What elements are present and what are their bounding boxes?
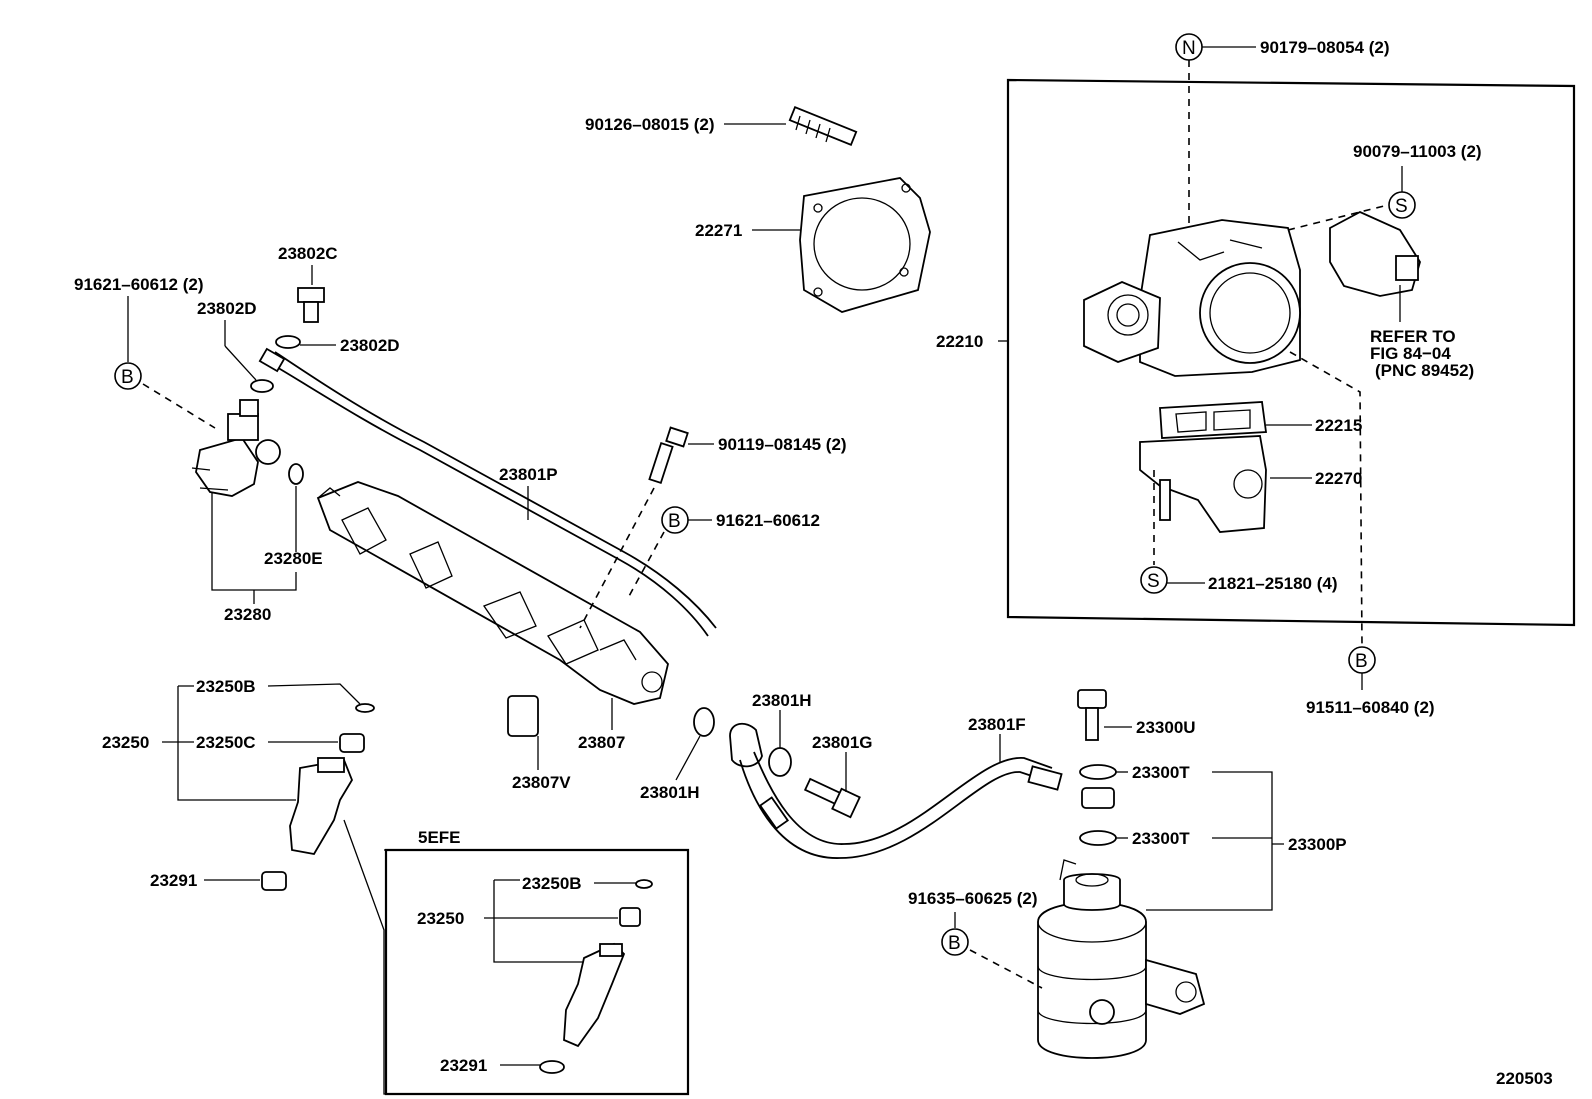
union-bolt-23801G xyxy=(803,777,861,819)
union-23300 xyxy=(1081,787,1115,809)
label-22271: 22271 xyxy=(695,221,742,240)
label-23300U: 23300U xyxy=(1136,718,1196,737)
label-91621-60612-2: 91621–60612 (2) xyxy=(74,275,204,294)
inset-label-23250B: 23250B xyxy=(522,874,582,893)
gasket-23300T-upper xyxy=(1079,764,1117,780)
union-bolt-23802C xyxy=(297,287,325,323)
fuel-filter-23300 xyxy=(1037,859,1206,1059)
inset-grommet xyxy=(619,907,641,927)
label-22215: 22215 xyxy=(1315,416,1362,435)
marker-b-right-letter: B xyxy=(1355,651,1368,672)
throttle-body-assembly-box xyxy=(1006,78,1576,627)
label-21821-25180: 21821–25180 (4) xyxy=(1208,574,1338,593)
fuel-pipe-23801p xyxy=(267,361,709,637)
hose-union xyxy=(729,722,763,768)
label-23807: 23807 xyxy=(578,733,625,752)
gasket-23801H-left xyxy=(693,707,715,737)
union-bolt-23300U xyxy=(1077,689,1107,741)
label-23802C: 23802C xyxy=(278,244,338,263)
label-91635-60625: 91635–60625 (2) xyxy=(908,889,1038,908)
gasket-23802D-upper xyxy=(275,335,301,349)
label-22270: 22270 xyxy=(1315,469,1362,488)
refer-line-2: FIG 84−04 xyxy=(1370,344,1451,363)
o-ring-23280E xyxy=(288,463,304,485)
label-91511-60840: 91511–60840 (2) xyxy=(1306,698,1435,717)
marker-s-lower xyxy=(1140,566,1168,594)
label-23300P: 23300P xyxy=(1288,835,1347,854)
marker-b-left-letter: B xyxy=(121,367,134,388)
isc-valve-22270 xyxy=(1139,435,1267,533)
damper-23807V xyxy=(507,695,539,737)
label-90119-08145: 90119–08145 (2) xyxy=(718,435,847,454)
label-91621-60612: 91621–60612 xyxy=(716,511,820,530)
label-23300T-upper: 23300T xyxy=(1132,763,1190,782)
inset-label-23291: 23291 xyxy=(440,1056,487,1075)
gasket-23802D-lower xyxy=(250,379,274,393)
label-23807V: 23807V xyxy=(512,773,571,792)
label-23801P: 23801P xyxy=(499,465,558,484)
label-23802D-right: 23802D xyxy=(340,336,400,355)
pressure-regulator-23280 xyxy=(191,399,281,497)
label-23280E: 23280E xyxy=(264,549,323,568)
marker-b-middle-letter: B xyxy=(668,511,681,532)
label-23291: 23291 xyxy=(150,871,197,890)
gasket-23300T-lower xyxy=(1079,830,1117,846)
label-23801H-right: 23801H xyxy=(752,691,812,710)
refer-line-1: REFER TO xyxy=(1370,327,1456,346)
refer-line-3: (PNC 89452) xyxy=(1375,361,1474,380)
gasket-22271 xyxy=(799,177,931,313)
marker-b-bottom xyxy=(941,928,969,956)
marker-b-bottom-letter: B xyxy=(948,933,961,954)
inset-fuel-injector xyxy=(563,942,626,1048)
marker-s-upper-letter: S xyxy=(1395,196,1408,217)
marker-b-left xyxy=(114,362,142,390)
label-90179-08054: 90179–08054 (2) xyxy=(1260,38,1390,57)
grommet-23250C xyxy=(339,733,365,753)
inset-label-23250: 23250 xyxy=(417,909,464,928)
label-23802D-left: 23802D xyxy=(197,299,257,318)
marker-n-letter: N xyxy=(1182,38,1196,59)
label-23250C: 23250C xyxy=(196,733,256,752)
label-23250: 23250 xyxy=(102,733,149,752)
diagram-number: 220503 xyxy=(1496,1069,1553,1088)
bolt-90119 xyxy=(648,426,689,485)
label-23300T-lower: 23300T xyxy=(1132,829,1190,848)
inset-o-ring xyxy=(635,879,653,889)
label-23250B: 23250B xyxy=(196,677,256,696)
label-23801H-left: 23801H xyxy=(640,783,700,802)
stud-bolt xyxy=(788,105,858,147)
throttle-position-sensor xyxy=(1329,210,1421,297)
label-22210: 22210 xyxy=(936,332,983,351)
inset-insulator xyxy=(539,1060,565,1074)
throttle-body xyxy=(1083,219,1301,377)
inset-title: 5EFE xyxy=(418,828,461,847)
label-23801F: 23801F xyxy=(968,715,1026,734)
label-23801G: 23801G xyxy=(812,733,873,752)
label-90079-11003: 90079–11003 (2) xyxy=(1353,142,1482,161)
marker-s-lower-letter: S xyxy=(1147,571,1160,592)
fuel-injector xyxy=(289,757,354,855)
delivery-pipe-23807 xyxy=(316,481,669,705)
fuel-hose-23801f xyxy=(739,759,1051,859)
label-90126-08015: 90126–08015 (2) xyxy=(585,115,715,134)
inset-5efe-box xyxy=(384,848,690,1096)
insulator-23291 xyxy=(261,871,287,891)
gasket-23801H-right xyxy=(768,747,792,777)
o-ring-23250B xyxy=(355,703,375,713)
label-23280: 23280 xyxy=(224,605,271,624)
